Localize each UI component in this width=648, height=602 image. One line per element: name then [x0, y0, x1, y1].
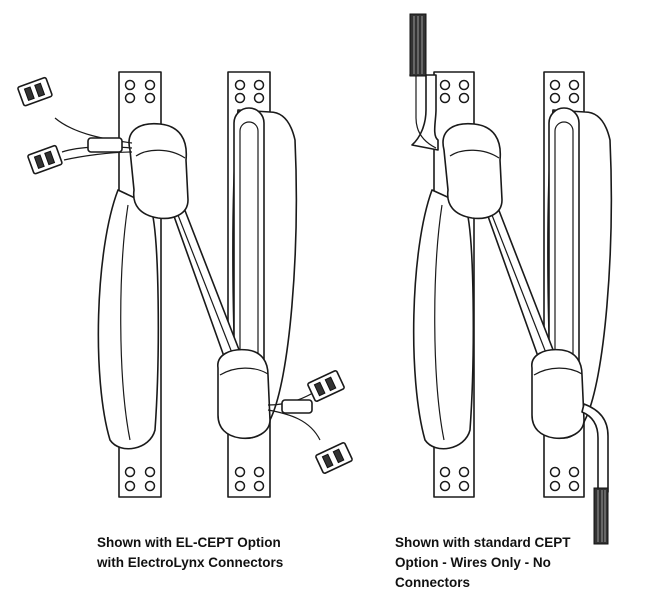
standard-cept-assembly — [409, 13, 613, 545]
left-housing — [97, 189, 160, 450]
top-cylinder — [128, 122, 189, 220]
caption-line: Shown with standard CEPT — [395, 535, 571, 550]
caption-line: Shown with EL-CEPT Option — [97, 535, 281, 550]
bottom-cylinder — [217, 348, 271, 440]
caption-line: Option - Wires Only - No — [395, 555, 551, 570]
top-cylinder — [442, 122, 503, 220]
top-wire-connectors — [17, 76, 133, 175]
bottom-bare-wires — [581, 403, 609, 545]
el-cept-assembly — [17, 71, 353, 498]
top-bare-wires — [409, 13, 439, 151]
standard-cept-caption: Shown with standard CEPT Option - Wires … — [395, 533, 635, 593]
el-cept-caption: Shown with EL-CEPT Option with ElectroLy… — [97, 533, 357, 573]
bottom-wire-connectors — [267, 370, 353, 474]
bottom-cylinder — [531, 348, 585, 440]
left-housing — [412, 189, 475, 450]
caption-line: Connectors — [395, 575, 471, 590]
caption-line: with ElectroLynx Connectors — [97, 555, 284, 570]
